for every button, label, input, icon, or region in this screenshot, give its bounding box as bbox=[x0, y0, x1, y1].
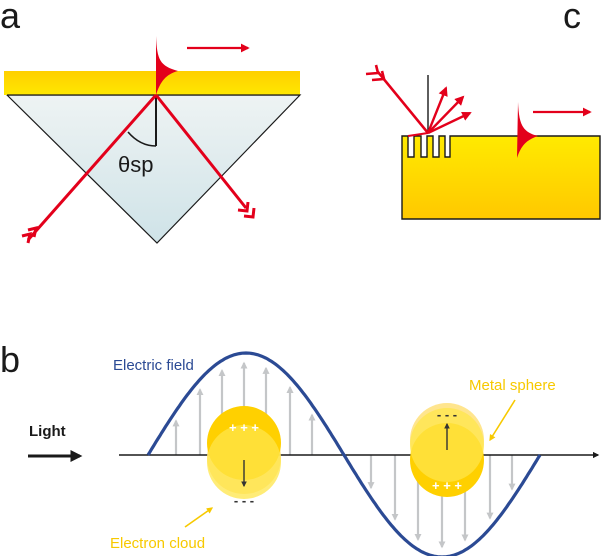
angle-label: θsp bbox=[118, 152, 153, 177]
grating-scatter bbox=[407, 132, 429, 137]
panel-c: c bbox=[365, 0, 601, 220]
metal-sphere-pointer bbox=[489, 399, 516, 442]
metal-sphere-1: + + + - - - bbox=[207, 406, 281, 508]
sphere-2-positive-charges: + + + bbox=[432, 478, 462, 493]
grating-incident-beam bbox=[376, 71, 430, 134]
angle-arc bbox=[127, 131, 157, 147]
panel-a-label: a bbox=[0, 0, 21, 36]
evanescent-field-shape bbox=[156, 36, 178, 95]
panel-c-label: c bbox=[563, 0, 581, 36]
incident-beam-tail-icon bbox=[21, 225, 38, 244]
diffracted-beam-3 bbox=[427, 111, 472, 135]
diffracted-beam-2 bbox=[427, 95, 465, 134]
panel-b: b Light Electric field + + + - - - - - -… bbox=[0, 339, 600, 556]
electric-field-wave bbox=[146, 351, 542, 556]
sphere-2-negative-charges: - - - bbox=[437, 407, 457, 422]
panel-b-label: b bbox=[0, 339, 20, 380]
grating-evanescent-field-shape bbox=[517, 102, 538, 158]
panel-a: a θsp bbox=[0, 0, 302, 244]
metal-sphere-2: - - - + + + bbox=[410, 403, 484, 497]
incident-beam bbox=[26, 94, 158, 241]
metal-sphere-label: Metal sphere bbox=[469, 377, 556, 394]
grating-incident-tail-icon bbox=[365, 64, 386, 82]
electron-cloud-pointer bbox=[184, 507, 214, 528]
sphere-1-positive-charges: + + + bbox=[229, 420, 259, 435]
electron-cloud-label: Electron cloud bbox=[110, 535, 205, 552]
reflected-beam bbox=[154, 94, 248, 209]
reflected-beam-head-icon bbox=[237, 201, 256, 219]
grating-gold-block bbox=[401, 135, 601, 220]
prism bbox=[5, 94, 302, 244]
sphere-1-negative-charges: - - - bbox=[234, 493, 254, 508]
diffracted-beam-1 bbox=[426, 86, 448, 134]
light-label: Light bbox=[29, 423, 66, 440]
gold-film bbox=[4, 71, 300, 95]
electric-field-label: Electric field bbox=[113, 357, 194, 374]
